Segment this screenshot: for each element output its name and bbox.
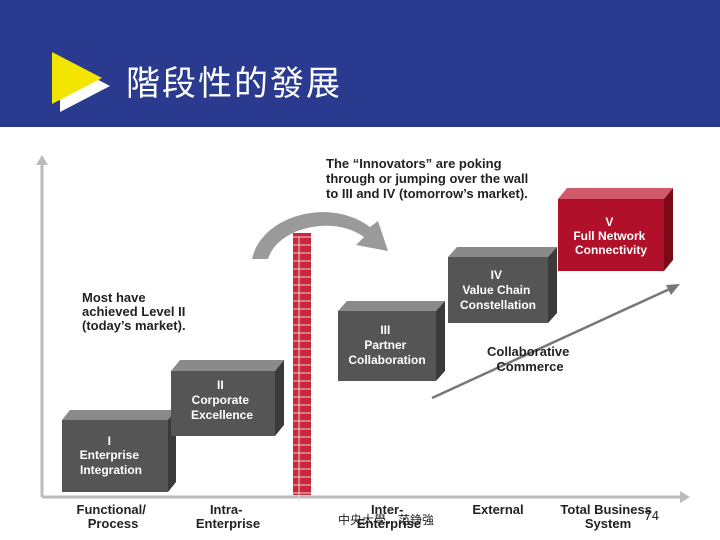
x-axis-arrow-icon (680, 491, 690, 503)
innovators-callout: The “Innovators” are poking through or j… (326, 156, 532, 201)
level-two-callout: Most have achieved Level II (today’s mar… (82, 290, 189, 333)
stage-box-2 (171, 360, 284, 436)
stage-diagram: I Enterprise Integration II Corporate Ex… (36, 155, 690, 531)
stage-1-label: I Enterprise Integration (80, 434, 143, 477)
stage-3-label: III Partner Collaboration (348, 323, 425, 367)
collaborative-arrow-line (431, 285, 675, 400)
footer-credit: 中央大學．范錚強 (338, 513, 435, 527)
stage-4-label: IV Value Chain Constellation (460, 268, 536, 312)
stage-box-4 (448, 247, 557, 323)
x-axis-label-intra: Intra- Enterprise (196, 502, 260, 531)
collaborative-arrow-icon (666, 284, 680, 295)
title-bar: 階段性的發展 (0, 0, 720, 127)
jump-arrow-icon (252, 212, 388, 259)
stage-5-label: V Full Network Connectivity (573, 215, 648, 257)
y-axis-arrow-icon (36, 155, 48, 165)
x-axis-label-functional: Functional/ Process (77, 502, 150, 531)
x-axis-label-external: External (472, 502, 523, 517)
x-axis-label-total: Total Business System (560, 502, 655, 531)
x-axis-label-inter: Inter- Enterprise (357, 502, 421, 531)
stage-box-3 (338, 301, 445, 381)
stage-box-5 (558, 188, 673, 271)
brick-wall (293, 233, 311, 501)
stage-2-label: II Corporate Excellence (191, 378, 253, 422)
page-number: 74 (644, 509, 660, 523)
slide-title: 階段性的發展 (126, 64, 342, 104)
collaborative-commerce-label: Collaborative Commerce (487, 344, 573, 374)
play-arrow-icon (52, 52, 110, 112)
